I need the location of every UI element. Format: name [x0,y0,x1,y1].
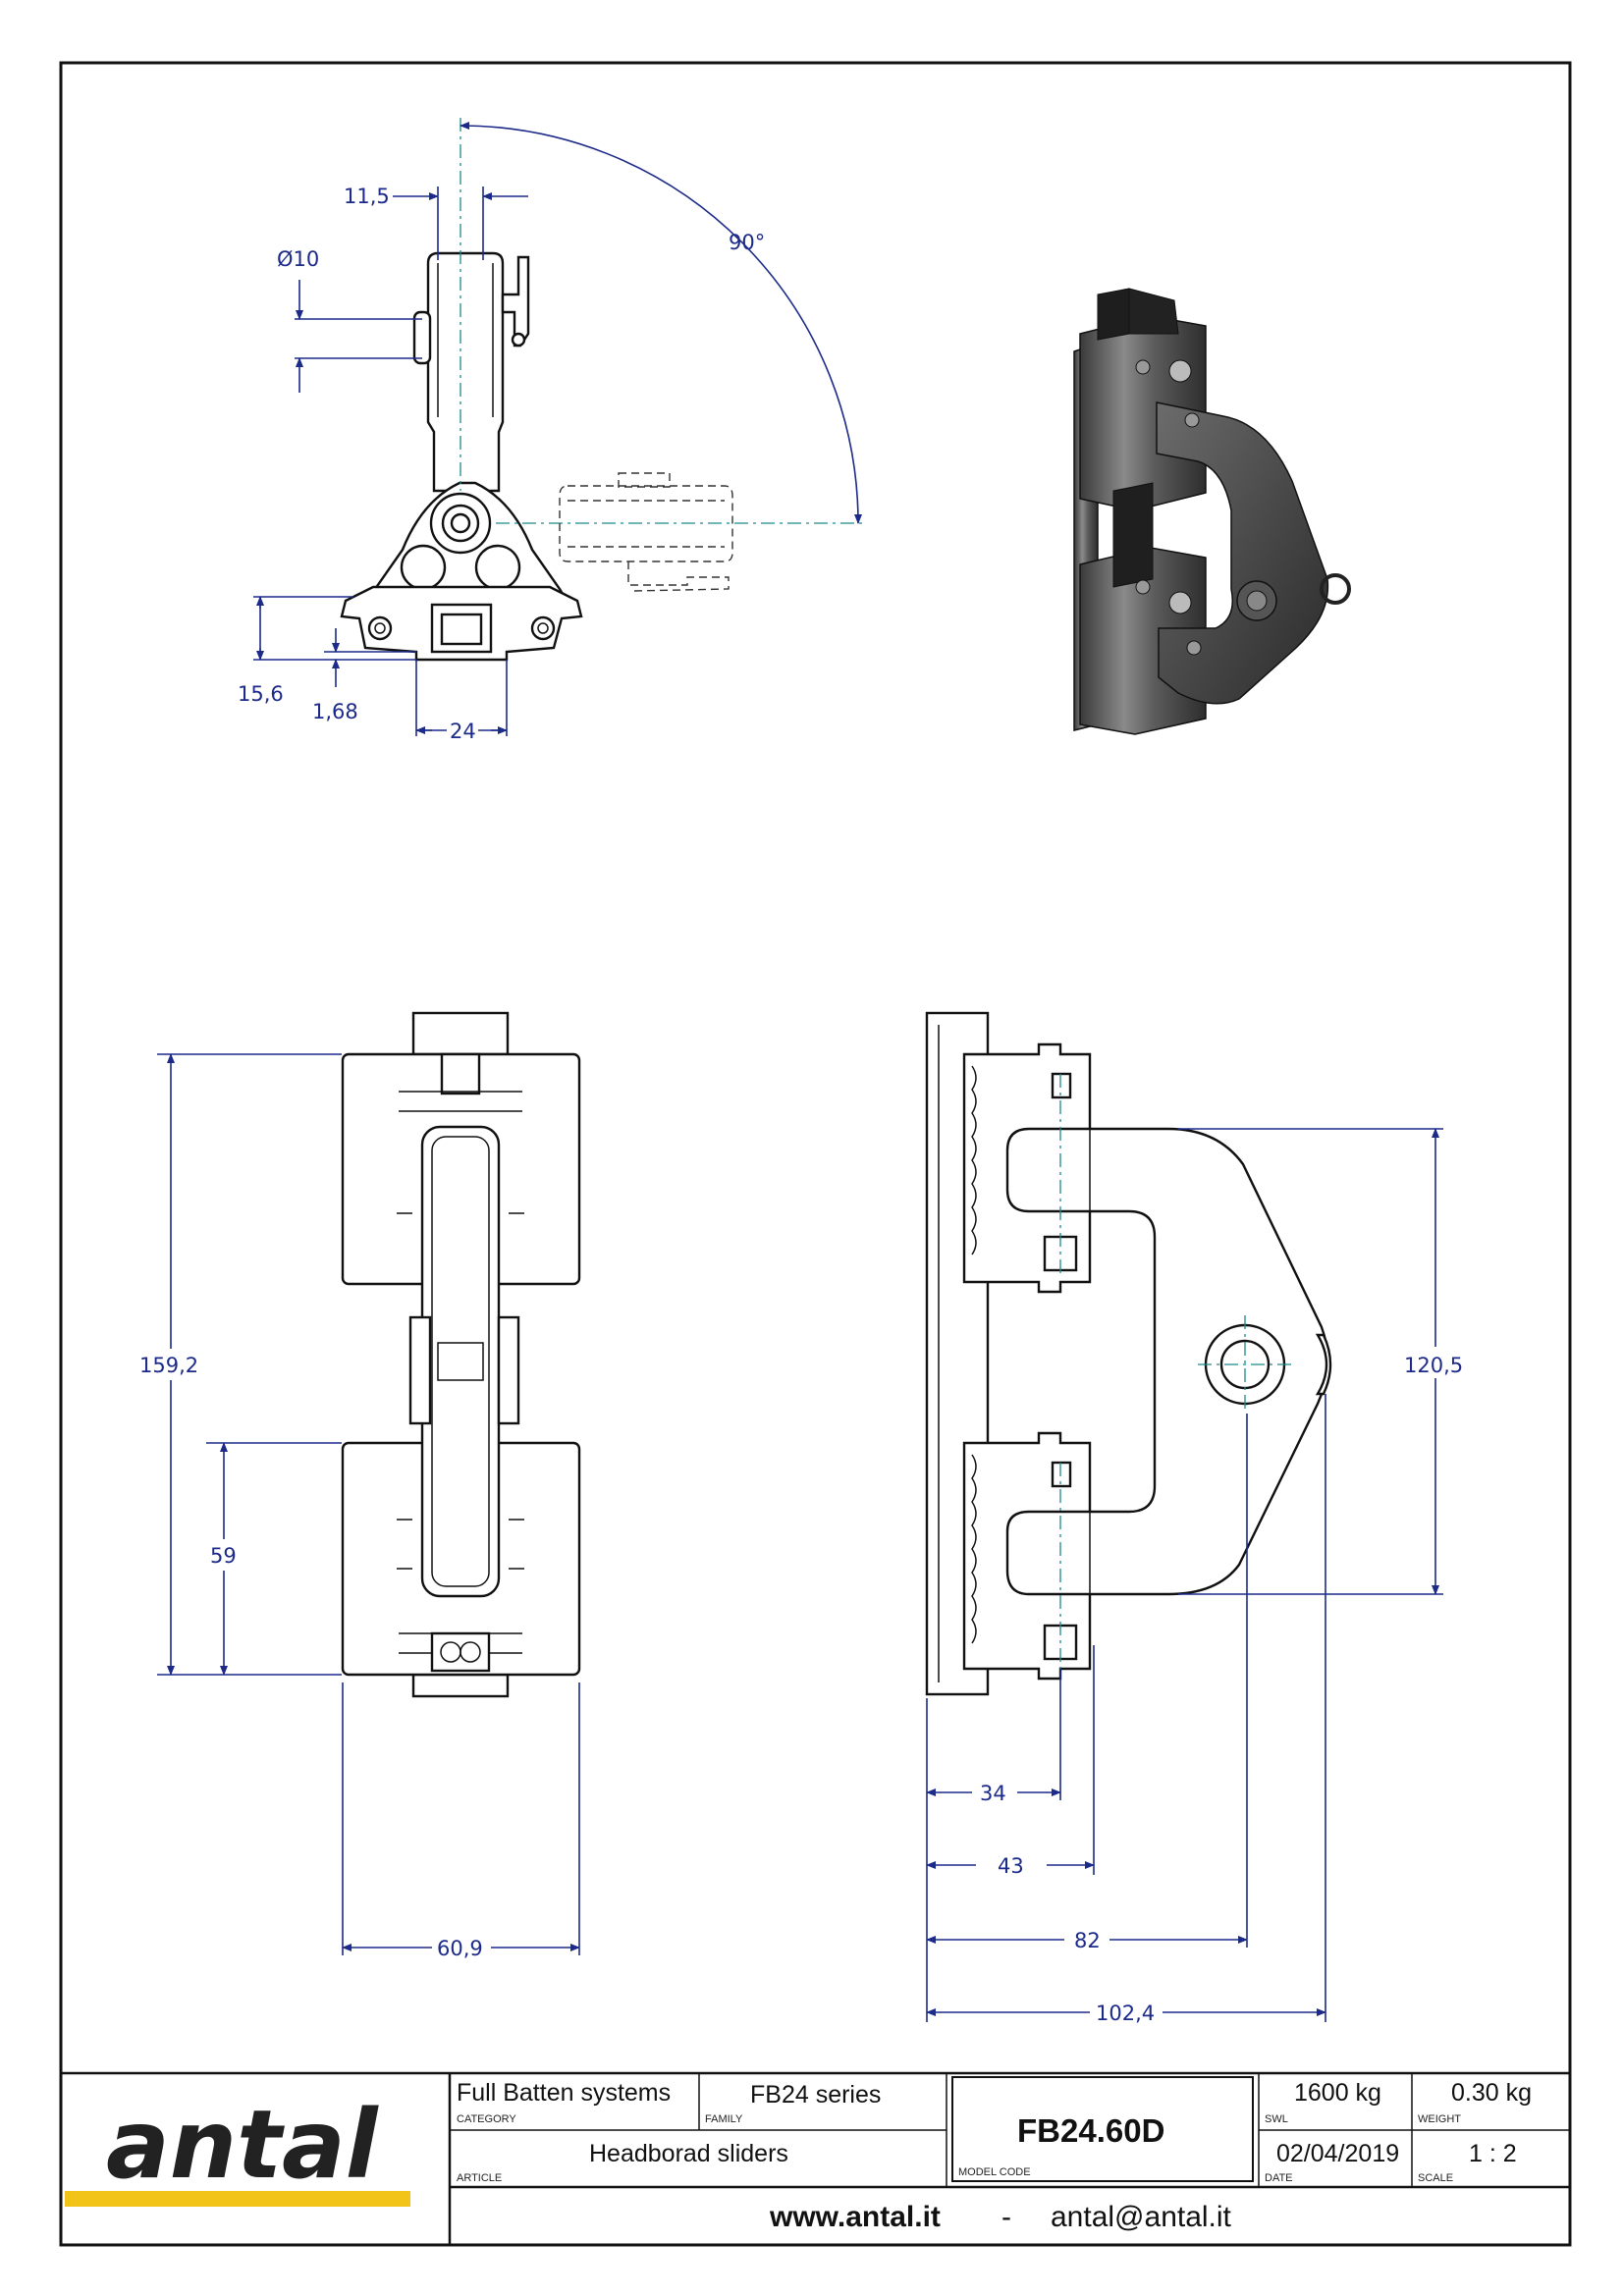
category-label: CATEGORY [457,2113,516,2125]
article-label: ARTICLE [457,2172,502,2184]
title-block: antal Full Batten systems CATEGORY FB24 … [61,2071,1570,2245]
family-value: FB24 series [750,2081,881,2109]
date-label: DATE [1265,2172,1293,2184]
dim-offset-82: 82 [1074,1929,1101,1952]
rotated-link-ghost [559,472,733,592]
dim-base-width: 24 [450,720,476,743]
weight-value: 0.30 kg [1451,2079,1532,2107]
scale-label: SCALE [1418,2172,1453,2184]
swl-value: 1600 kg [1294,2079,1381,2107]
dim-arm-height: 120,5 [1404,1354,1463,1377]
dim-offset-43: 43 [998,1854,1024,1878]
isometric-render [1073,288,1351,735]
logo-stripe [65,2191,410,2207]
sheet-frame [59,61,1572,2247]
dim-offset: 1,68 [312,700,358,723]
dim-offset-34: 34 [980,1782,1006,1805]
dim-width: 60,9 [437,1937,483,1960]
weight-label: WEIGHT [1418,2113,1461,2125]
dim-total-depth: 102,4 [1096,2002,1155,2025]
swl-label: SWL [1265,2113,1288,2125]
dim-lower-height: 59 [210,1544,237,1568]
article-value: Headborad sliders [589,2140,788,2167]
front-view: 159,2 59 60,9 [139,1011,581,1960]
family-label: FAMILY [705,2113,743,2125]
dim-total-height: 159,2 [139,1354,198,1377]
dim-pin-diameter: Ø10 [277,247,319,271]
date-value: 02/04/2019 [1276,2140,1399,2167]
top-view: 11,5 Ø10 90° 15,6 1,68 24 [238,118,866,743]
model-code-label: MODEL CODE [958,2166,1031,2178]
website-link[interactable]: www.antal.it [769,2201,941,2233]
antal-logo: antal [106,2090,379,2200]
dim-rotation-angle: 90° [729,231,765,254]
email-link[interactable]: antal@antal.it [1051,2201,1232,2233]
side-view: 120,5 34 43 82 102,4 [925,1011,1463,2025]
model-code-value: FB24.60D [1017,2112,1164,2149]
category-value: Full Batten systems [457,2079,671,2107]
separator: - [1001,2201,1011,2233]
scale-value: 1 : 2 [1469,2140,1517,2167]
dim-width-slot: 11,5 [344,185,390,208]
dim-height-base: 15,6 [238,682,284,706]
